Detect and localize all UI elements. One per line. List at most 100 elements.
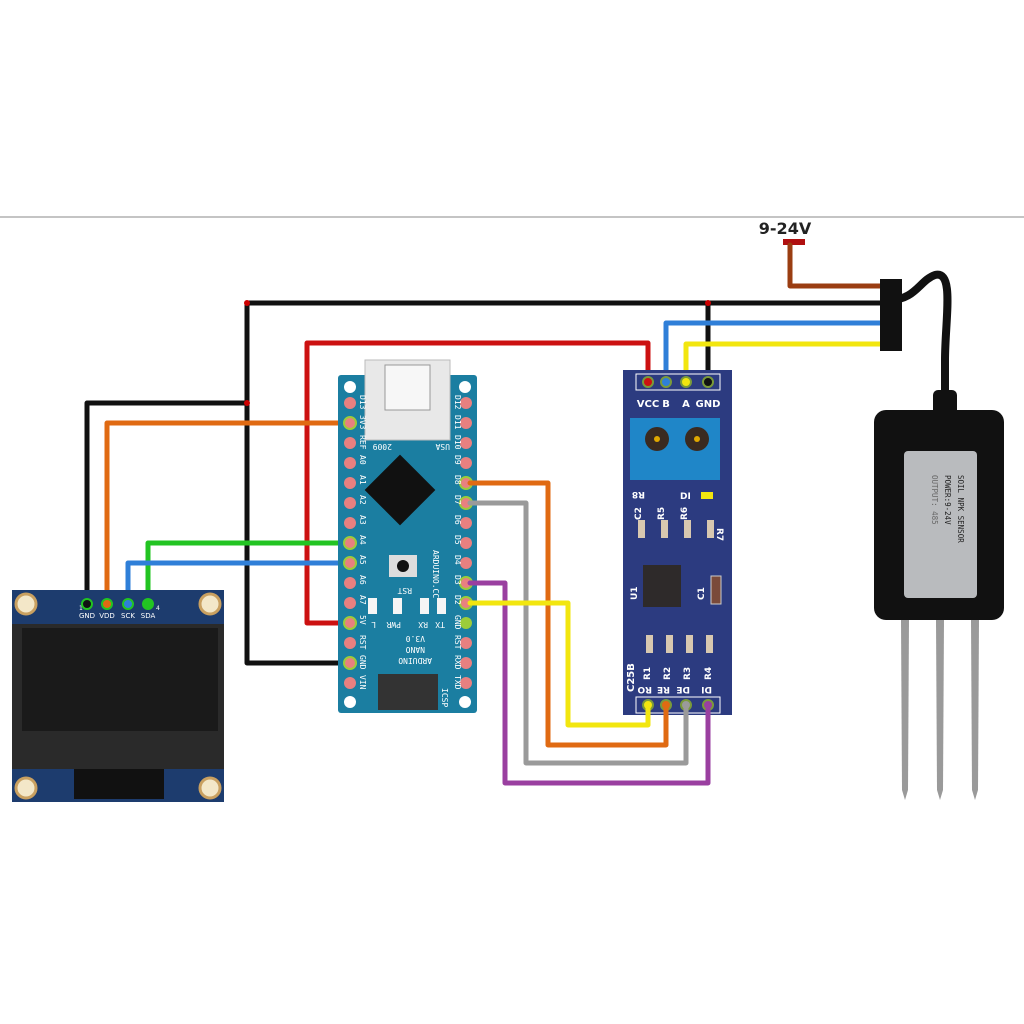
rs485-pin-label: B: [662, 399, 670, 410]
arduino-pin[interactable]: [343, 556, 357, 570]
wire-brown-power: [787, 242, 889, 289]
sensor-cable: [889, 270, 952, 410]
status-led: [393, 598, 402, 614]
microcontroller-chip: [364, 454, 436, 526]
oled-pin-last: 4: [156, 605, 160, 612]
oled-pin[interactable]: [122, 598, 134, 610]
rs485-pin-label: RE: [657, 684, 670, 694]
mount-hole: [198, 776, 222, 800]
arduino-pin-label: A3: [358, 515, 367, 525]
rs485-pin[interactable]: [642, 376, 654, 388]
arduino-pin[interactable]: [460, 617, 472, 629]
arduino-pin[interactable]: [344, 677, 356, 689]
oled-pin-first: 1: [79, 605, 83, 612]
sensor-label-text: SOIL NPK SENSOR POWER:9-24V OUTPUT: 485: [930, 475, 965, 543]
led-label: TX: [435, 620, 445, 629]
status-led: [420, 598, 429, 614]
arduino-pin[interactable]: [460, 637, 472, 649]
arduino-pin[interactable]: [344, 497, 356, 509]
mount-hole: [344, 381, 356, 393]
arduino-pin-label: A6: [358, 575, 367, 585]
wire-red-5v: [304, 340, 651, 626]
wire-purple-di: [467, 580, 711, 786]
rs485-pin-label: RO: [637, 684, 652, 694]
arduino-pin-label: TXD: [453, 675, 462, 690]
arduino-pin[interactable]: [460, 677, 472, 689]
arduino-pin-label: RXD: [453, 655, 462, 670]
arduino-pin[interactable]: [343, 536, 357, 550]
oled-pin-label: VDD: [99, 612, 115, 620]
arduino-pin[interactable]: [344, 637, 356, 649]
comp-label: C2: [634, 507, 644, 520]
arduino-pin-label: GND: [453, 615, 462, 630]
arduino-pin-label: 5V: [358, 615, 367, 625]
arduino-pin[interactable]: [343, 656, 357, 670]
arduino-pin[interactable]: [460, 437, 472, 449]
arduino-pin[interactable]: [344, 577, 356, 589]
arduino-pin[interactable]: [343, 416, 357, 430]
smd-component: [661, 520, 668, 538]
comp-label: R6: [680, 507, 690, 520]
arduino-pin[interactable]: [460, 457, 472, 469]
u1-chip: [643, 565, 681, 607]
bottom-header: [635, 696, 721, 714]
wire-green-sda: [145, 540, 353, 609]
arduino-pin[interactable]: [460, 517, 472, 529]
screw-center: [654, 436, 660, 442]
wire-black-gnd: [244, 300, 889, 666]
mount-hole: [198, 592, 222, 616]
wire-yellow-ro: [467, 600, 651, 728]
arduino-pin[interactable]: [460, 537, 472, 549]
screw-center: [694, 436, 700, 442]
probe: [971, 620, 979, 800]
arduino-pin-label: D12: [453, 395, 462, 410]
reset-button-cap[interactable]: [397, 560, 409, 572]
smd-component: [666, 635, 673, 653]
status-led: [437, 598, 446, 614]
c1-capacitor: [710, 575, 722, 605]
probe: [901, 620, 909, 800]
arduino-pin-label: A7: [358, 595, 367, 605]
wire-blue-b: [663, 320, 889, 388]
arduino-pin[interactable]: [460, 657, 472, 669]
arduino-pin[interactable]: [344, 457, 356, 469]
junction: [705, 300, 711, 306]
arduino-pin-label: D9: [453, 455, 462, 465]
arduino-pin-label: 3V3: [358, 415, 367, 430]
rs485-pin[interactable]: [680, 376, 692, 388]
mount-hole: [344, 696, 356, 708]
rs485-pin[interactable]: [702, 376, 714, 388]
led-label: L: [371, 620, 376, 629]
arduino-pin[interactable]: [343, 616, 357, 630]
arduino-pin[interactable]: [344, 397, 356, 409]
arduino-pin[interactable]: [460, 417, 472, 429]
arduino-pin-label: RST: [358, 635, 367, 650]
arduino-pin[interactable]: [344, 597, 356, 609]
oled-pin[interactable]: [81, 598, 93, 610]
led-label: PWR: [386, 620, 401, 629]
arduino-pin-label: A1: [358, 475, 367, 485]
arduino-pin-label: A0: [358, 455, 367, 465]
arduino-pin[interactable]: [460, 397, 472, 409]
arduino-pin[interactable]: [344, 517, 356, 529]
board-name-line: V3.0: [406, 634, 425, 643]
sensor-label-line: SOIL NPK SENSOR: [956, 475, 965, 543]
power-label: 9-24V: [759, 219, 812, 238]
comp-label: R3: [683, 667, 693, 680]
rs485-pin-label: VCC: [637, 399, 659, 410]
arduino-pin[interactable]: [344, 477, 356, 489]
arduino-pin-label: D4: [453, 555, 462, 565]
oled-pin[interactable]: [142, 598, 154, 610]
oled-pin[interactable]: [101, 598, 113, 610]
arduino-pin[interactable]: [344, 437, 356, 449]
arduino-pin-label: RST: [453, 635, 462, 650]
oled-pin-label: SCK: [121, 612, 135, 620]
mount-hole: [14, 592, 38, 616]
chip-label: C25B: [626, 663, 637, 692]
oled-pin-label: GND: [79, 612, 95, 620]
oled-screen: [22, 628, 218, 731]
rs485-pin[interactable]: [660, 376, 672, 388]
arduino-pin[interactable]: [460, 557, 472, 569]
